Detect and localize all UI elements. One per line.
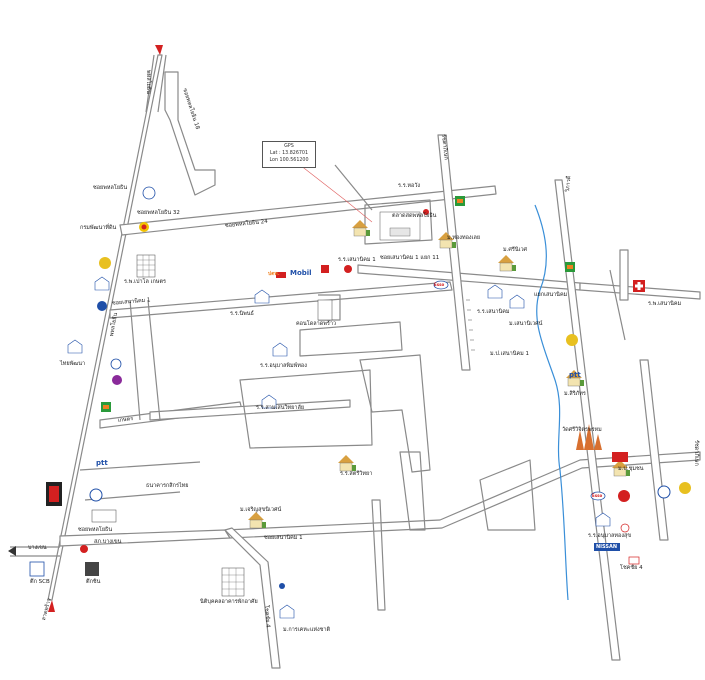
- gps-lon: Lon 100.561200: [269, 158, 309, 163]
- label-rr-sena: ร.ร.เสนานิคม: [477, 309, 510, 315]
- road-soi-top: [164, 71, 216, 196]
- seven-eleven-icons: [101, 196, 575, 412]
- shell-icon: [139, 222, 149, 232]
- mobil-logo: Mobil: [290, 269, 312, 277]
- road-label-south-h: ซอยเสนานิคม 1: [264, 535, 303, 541]
- railway-hatch: [466, 299, 475, 351]
- ptt-logo-right: ptt: [569, 371, 581, 379]
- house-icons: [248, 220, 630, 529]
- arrow-west-icon: [8, 546, 16, 556]
- road-label-far-right: รัชดาภิเษก: [693, 440, 699, 466]
- label-market-phahon: ซอยพหลโยธิน: [78, 527, 113, 533]
- road-label-phahon: พหลโยธิน: [145, 70, 151, 94]
- bank-icons: [97, 257, 691, 494]
- hospital-icon: [633, 280, 645, 292]
- label-station: ตึกชิน: [86, 579, 101, 585]
- road-label-sena: ซอยเสนานิคม 1 แยก 11: [380, 255, 440, 261]
- road-lower-2: [149, 399, 351, 421]
- arrow-south-icon: [48, 600, 55, 612]
- temple-icon: [576, 424, 602, 450]
- esso-logo-top: Esso: [434, 282, 445, 287]
- label-kasikorn: ธนาคารกสิกรไทย: [146, 483, 189, 489]
- road-label-soi-2: ซอยพหลโยธิน 32: [137, 210, 180, 216]
- label-dest: ตลาดสดพหลโยธิน: [392, 213, 437, 219]
- label-mp-sena: ม.ป.เสนานิคม 1: [490, 351, 530, 357]
- label-bkk: บางเขน: [28, 545, 47, 551]
- label-hospital: ร.พ.เสนานิคม: [648, 301, 682, 307]
- label-sukhum: สภ.บางเขน: [94, 539, 122, 545]
- gps-lat: Lat : 13.826701: [269, 151, 309, 156]
- school-icons: [67, 276, 611, 619]
- road-far-right: [639, 359, 669, 541]
- label-sena-intersection: แยกเสนานิคม: [534, 292, 568, 298]
- label-rr-sena-top: ร.ร.เสนานิคม 1: [338, 257, 376, 263]
- canal: [534, 204, 569, 601]
- arrow-north-icon: [155, 45, 163, 55]
- ptt-station-logo: ปตท.: [268, 271, 280, 277]
- esso-icons: [433, 280, 606, 501]
- label-rr-anuban-thong: ร.ร.อนุบาลทองสุข: [588, 533, 632, 539]
- label-scb: ตึก SCB: [30, 579, 50, 585]
- label-school-s: ม.การเคหะแห่งชาติ: [283, 627, 331, 633]
- label-chokchai: โชคชัย 4: [620, 565, 643, 571]
- gps-box: GPS Lat : 13.826701 Lon 100.561200: [262, 141, 316, 168]
- label-sawang: ร.ร.สามเสนวิทยาลัย: [256, 405, 305, 411]
- label-ms-pradit: ร.ร.สตรีวิทยา: [340, 471, 373, 477]
- label-mooban: กรมพัฒนาที่ดิน: [80, 225, 117, 231]
- label-ms-charoen: ม.เจริญสุขนิเวศน์: [240, 507, 282, 513]
- esso-logo-bottom: Esso: [592, 493, 603, 498]
- label-thai-pattana: ไทยพัฒนา: [60, 361, 86, 367]
- label-lumphini: นิติบุคคลอาคารพักอาศัย: [200, 599, 258, 605]
- logo-icons: [29, 186, 671, 589]
- ptt-logo-left: ptt: [96, 459, 108, 467]
- label-wat: วัดศรีวิจิตรพรหม: [562, 427, 602, 433]
- label-ms-chumchon: ม.ป.ชุมชน: [618, 466, 644, 472]
- road-middle-vertical: [437, 134, 471, 371]
- road-curve-south: [224, 527, 281, 669]
- label-anuban: ร.ร.อนุบาลพิมพ์ทอง: [260, 363, 307, 369]
- road-main-top: [119, 185, 497, 236]
- label-hospital-left: ร.พ.เปาโล เกษตร: [124, 279, 166, 285]
- road-right-vertical: [554, 179, 621, 661]
- label-rr-nawamin: ม.เสนานิเวศน์: [509, 321, 543, 327]
- label-rr-nipon: ร.ร.นิพนธ์: [230, 311, 254, 317]
- road-far-right-2: [619, 249, 629, 301]
- label-ms-sarikit: ม.ศรีนิเวศ: [503, 247, 528, 253]
- nissan-logo: NISSAN: [596, 544, 618, 550]
- road-label-south: โชคชัย 4: [263, 604, 271, 628]
- road-label-soi-1: ซอยพหลโยธิน: [93, 185, 128, 191]
- gps-title: GPS: [284, 144, 294, 149]
- label-ms-sirin: ม.สิริภัทร: [564, 391, 586, 397]
- building-grid-lines: [137, 255, 244, 596]
- label-condo: คอนโดลาดพร้าว: [296, 321, 337, 327]
- road-mid-horizontal: [109, 281, 453, 319]
- destination-marker: [379, 209, 429, 241]
- label-market: ร.ร.หอวัง: [398, 183, 421, 189]
- label-ms-thong: ม.ทองทองเลย: [447, 235, 481, 241]
